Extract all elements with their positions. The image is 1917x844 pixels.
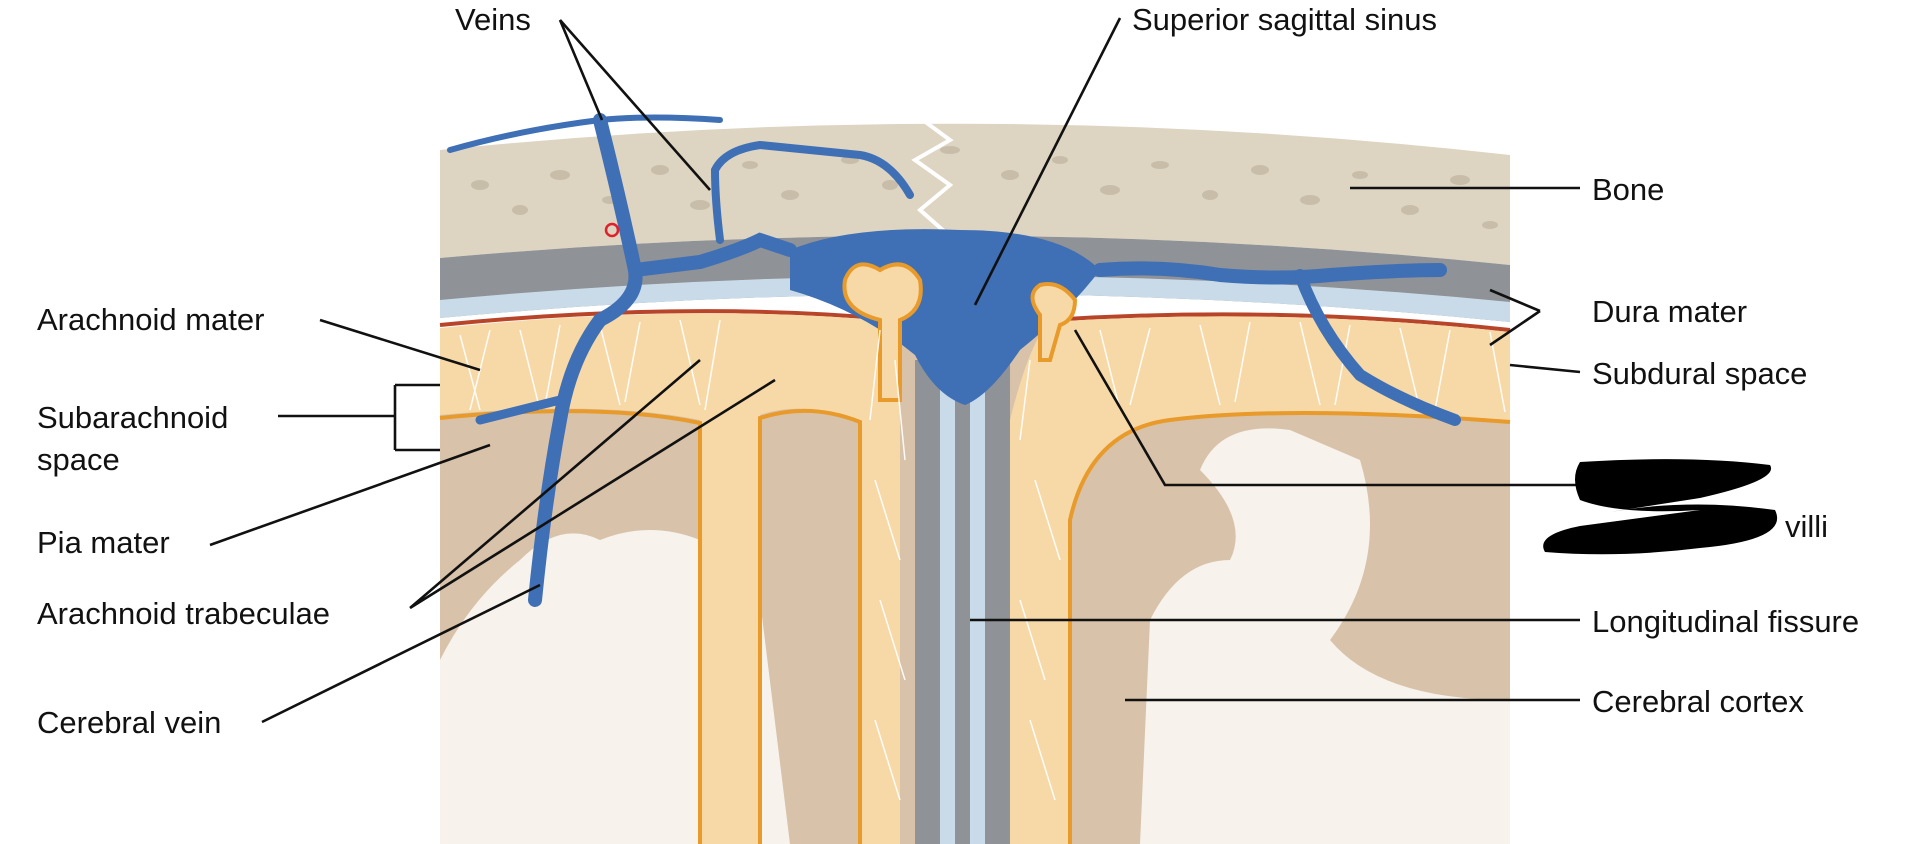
- label-superior-sagittal-sinus: Superior sagittal sinus: [1132, 2, 1437, 37]
- marker-dot: [604, 222, 620, 238]
- arachnoid-villus-left: [842, 262, 923, 402]
- label-cerebral-cortex: Cerebral cortex: [1592, 684, 1804, 719]
- fissure-center: [955, 360, 970, 844]
- bone-suture: [911, 116, 954, 234]
- white-matter-right: [1140, 428, 1510, 844]
- label-subarachnoid-space-line1: Subarachnoid: [37, 400, 228, 435]
- veins-network: [447, 113, 1461, 607]
- pia-mater-line-right: [1068, 410, 1511, 844]
- label-subdural-space: Subdural space: [1592, 356, 1807, 391]
- label-longitudinal-fissure: Longitudinal fissure: [1592, 604, 1859, 639]
- label-cerebral-vein: Cerebral vein: [37, 705, 221, 740]
- leader-lines: [209, 17, 1581, 724]
- bone-layer: [440, 123, 1510, 265]
- label-pia-mater: Pia mater: [37, 525, 170, 560]
- label-bone: Bone: [1592, 172, 1664, 207]
- label-arachnoid-mater: Arachnoid mater: [37, 302, 264, 337]
- labels: Veins Superior sagittal sinus Bone Dura …: [37, 2, 1859, 740]
- arachnoid-mater-line: [439, 309, 1511, 332]
- label-subarachnoid-space-line2: space: [37, 442, 120, 477]
- pia-mater-line-mid: [758, 408, 862, 844]
- subarachnoid-space-right: [1010, 316, 1510, 844]
- subdural-space-layer: [440, 275, 1510, 322]
- label-villi: villi: [1785, 509, 1828, 544]
- illustration: [439, 113, 1511, 844]
- redaction-scribble: [1543, 459, 1778, 555]
- subarachnoid-space-left: [440, 313, 900, 844]
- label-veins: Veins: [455, 2, 531, 37]
- arachnoid-villus-right: [1030, 282, 1078, 362]
- pia-mater-line-left: [439, 409, 702, 844]
- label-dura-mater: Dura mater: [1592, 294, 1747, 329]
- label-arachnoid-trabeculae: Arachnoid trabeculae: [37, 596, 330, 631]
